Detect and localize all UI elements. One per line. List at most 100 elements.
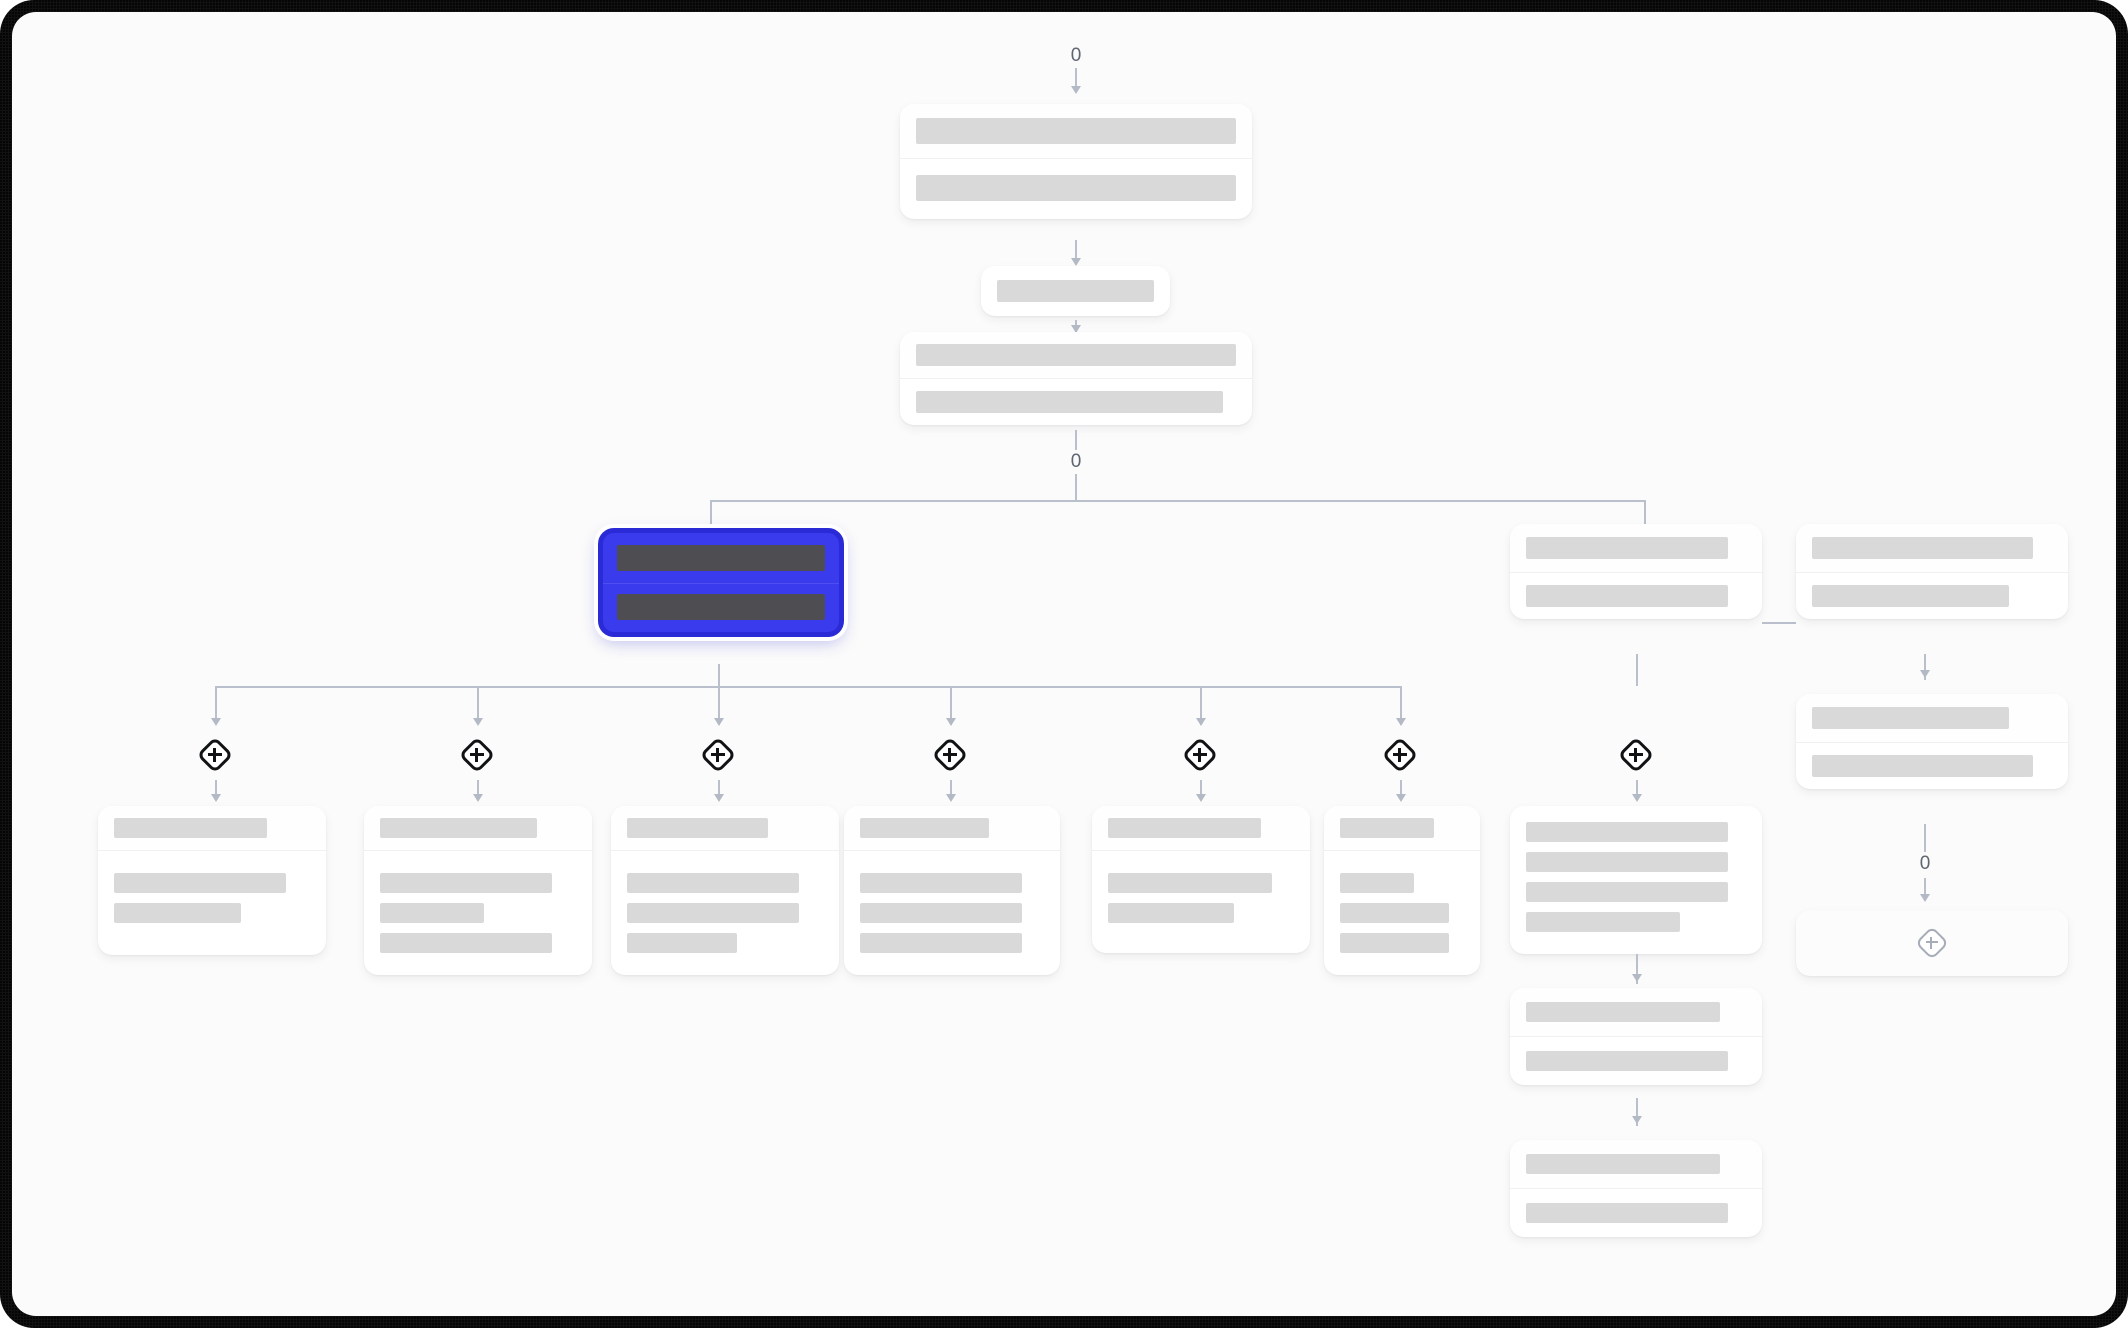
add-node-button[interactable] xyxy=(1381,736,1419,774)
node-right-4[interactable] xyxy=(1510,1140,1762,1237)
skeleton-bar xyxy=(860,933,1022,953)
add-node-button[interactable] xyxy=(1181,736,1219,774)
node-right-3[interactable] xyxy=(1510,988,1762,1085)
arrow-down-icon xyxy=(713,718,724,726)
node-child-5[interactable] xyxy=(1092,806,1310,953)
skeleton-bar xyxy=(627,818,769,838)
node-right-2[interactable] xyxy=(1510,806,1762,954)
skeleton-bar xyxy=(1108,873,1272,893)
edge-right-to-far-right xyxy=(1762,622,1796,624)
edge-bus-level2-right xyxy=(1644,500,1646,528)
skeleton-bar xyxy=(380,903,484,923)
card-body xyxy=(611,851,839,975)
skeleton-bar xyxy=(916,175,1236,201)
node-right-1[interactable] xyxy=(1510,524,1762,619)
edge-diamond-out-4 xyxy=(950,780,952,800)
node-pill-body xyxy=(981,266,1170,316)
skeleton-bar xyxy=(1526,1154,1720,1174)
card-header xyxy=(1510,988,1762,1037)
plus-diamond-icon xyxy=(1190,745,1210,765)
plus-diamond-icon xyxy=(467,745,487,765)
skeleton-bar xyxy=(916,344,1236,366)
node-selected-header xyxy=(603,533,839,584)
skeleton-bar xyxy=(997,280,1154,302)
edge-child-1 xyxy=(215,686,217,722)
skeleton-bar xyxy=(380,818,537,838)
edge-right-1-out xyxy=(1636,654,1638,686)
arrow-down-icon xyxy=(1395,794,1406,802)
node-second[interactable] xyxy=(900,332,1252,425)
edge-child-4 xyxy=(950,686,952,722)
skeleton-bar xyxy=(1526,537,1729,559)
edge-diamond-out-5 xyxy=(1200,780,1202,800)
card-body xyxy=(1510,806,1762,954)
arrow-down-icon xyxy=(1919,670,1930,678)
skeleton-bar xyxy=(1812,755,2033,777)
edge-bus-level2 xyxy=(710,500,1645,502)
card-body xyxy=(364,851,592,975)
edge-far-right-2-out-2 xyxy=(1924,878,1926,900)
edge-label-root-in: 0 xyxy=(1065,44,1087,67)
node-root-header xyxy=(900,104,1252,159)
flowchart-canvas[interactable]: 0 xyxy=(12,12,2116,1316)
arrow-down-icon xyxy=(1195,718,1206,726)
add-node-button[interactable] xyxy=(1617,736,1655,774)
add-node-button[interactable] xyxy=(196,736,234,774)
card-body xyxy=(1510,1189,1762,1237)
node-far-right-add[interactable] xyxy=(1796,910,2068,976)
skeleton-bar xyxy=(1812,537,2033,559)
arrow-down-icon xyxy=(713,794,724,802)
edge-label-right-branch: 0 xyxy=(1914,852,1936,875)
node-child-2[interactable] xyxy=(364,806,592,975)
skeleton-bar xyxy=(860,873,1022,893)
skeleton-bar xyxy=(627,873,800,893)
edge-selected-out xyxy=(718,664,720,686)
node-root-body xyxy=(900,159,1252,219)
add-node-button[interactable] xyxy=(458,736,496,774)
add-node-button[interactable] xyxy=(931,736,969,774)
card-body xyxy=(1796,573,2068,619)
plus-diamond-icon xyxy=(1626,745,1646,765)
arrow-down-icon xyxy=(472,718,483,726)
arrow-down-icon xyxy=(1631,974,1642,982)
card-body xyxy=(98,851,326,955)
add-node-button[interactable] xyxy=(699,736,737,774)
add-node-button-soft[interactable] xyxy=(1915,926,1949,960)
node-child-1[interactable] xyxy=(98,806,326,955)
card-body xyxy=(1510,1037,1762,1085)
edge-child-6 xyxy=(1400,686,1402,722)
skeleton-bar xyxy=(1526,1051,1729,1071)
node-selected[interactable] xyxy=(598,528,844,637)
card-header xyxy=(611,806,839,851)
skeleton-bar xyxy=(916,118,1236,144)
edge-label-root-out: 0 xyxy=(1065,450,1087,473)
card-body xyxy=(1796,743,2068,789)
node-child-3[interactable] xyxy=(611,806,839,975)
node-child-6[interactable] xyxy=(1324,806,1480,975)
node-child-4[interactable] xyxy=(844,806,1060,975)
skeleton-bar xyxy=(1526,585,1729,607)
card-header xyxy=(844,806,1060,851)
skeleton-bar xyxy=(114,818,267,838)
edge-right-2-out xyxy=(1636,954,1638,984)
edge-root-in xyxy=(1075,68,1077,90)
skeleton-bar xyxy=(617,545,825,571)
edge-child-3 xyxy=(718,686,720,722)
arrow-down-icon xyxy=(210,794,221,802)
node-root[interactable] xyxy=(900,104,1252,219)
skeleton-bar xyxy=(617,594,825,620)
edge-root-to-pill xyxy=(1075,240,1077,262)
arrow-down-icon xyxy=(1070,86,1081,94)
edge-far-right-1-out xyxy=(1924,654,1926,680)
card-header xyxy=(1092,806,1310,851)
node-far-right-1[interactable] xyxy=(1796,524,2068,619)
skeleton-bar xyxy=(1526,882,1729,902)
card-header xyxy=(1324,806,1480,851)
node-pill[interactable] xyxy=(981,266,1170,316)
skeleton-bar xyxy=(1340,873,1415,893)
skeleton-bar xyxy=(1340,818,1435,838)
arrow-down-icon xyxy=(1395,718,1406,726)
skeleton-bar xyxy=(114,873,287,893)
arrow-down-icon xyxy=(1919,894,1930,902)
node-far-right-2[interactable] xyxy=(1796,694,2068,789)
